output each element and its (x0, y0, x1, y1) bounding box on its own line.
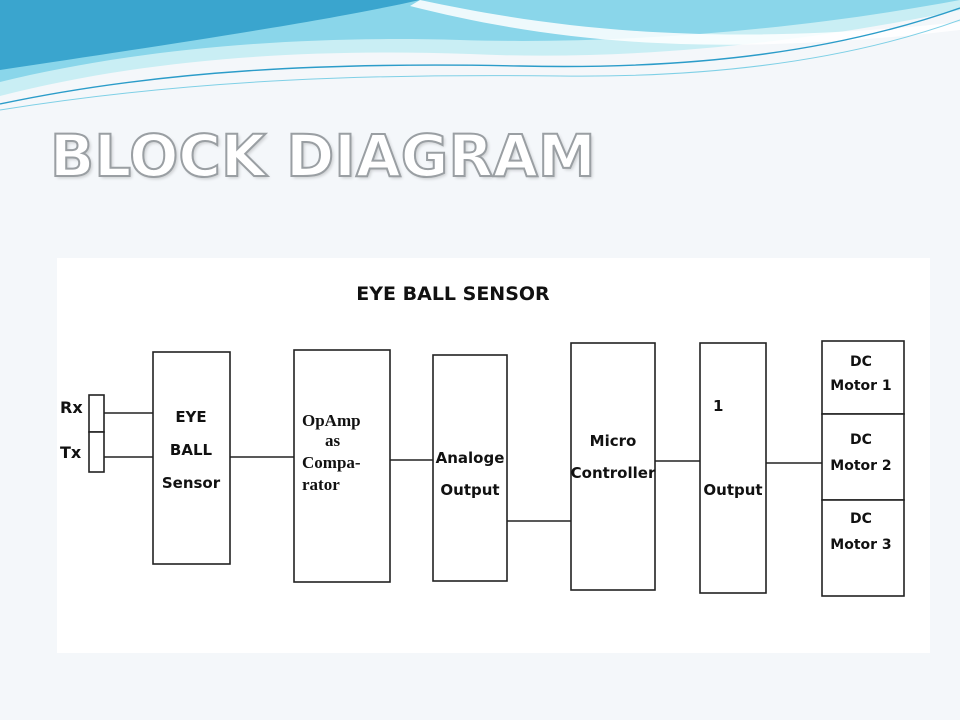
micro-controller-label-2: Controller (571, 464, 656, 482)
rx-terminal (88, 394, 105, 433)
wave-white-highlight (410, 0, 960, 45)
rx-label: Rx (60, 398, 83, 417)
output-block (699, 342, 767, 594)
dc-motor-3-label-1: DC (850, 511, 872, 527)
dc-motor-3-label-2: Motor 3 (830, 537, 891, 553)
diagram-heading: EYE BALL SENSOR (356, 283, 550, 305)
dc-motor-1-block (821, 340, 905, 415)
opamp-comparator-block (293, 349, 391, 583)
opamp-label-2: as (325, 431, 341, 450)
dc-motor-2-label-2: Motor 2 (830, 458, 891, 474)
dc-motor-1-label-1: DC (850, 354, 872, 370)
analoge-output-block (432, 354, 508, 582)
dc-motor-1-label-2: Motor 1 (830, 378, 891, 394)
opamp-label-1: OpAmp (302, 411, 361, 430)
header-wave-graphic (0, 0, 960, 111)
wave-line-2 (0, 19, 960, 111)
slide-title: BLOCK DIAGRAM (49, 121, 597, 191)
dc-motor-2-block (821, 413, 905, 501)
eye-ball-sensor-label-1: EYE (175, 408, 206, 426)
dc-motor-2-label-1: DC (850, 432, 872, 448)
micro-controller-label-1: Micro (590, 432, 637, 450)
tx-label: Tx (60, 443, 82, 462)
opamp-label-3: Compa- (302, 453, 361, 472)
analoge-output-label-2: Output (440, 481, 499, 499)
tx-terminal (88, 431, 105, 473)
diagram-panel: EYE BALL SENSOR Rx Tx EYE BALL Sensor Op… (57, 258, 930, 653)
analoge-output-label-1: Analoge (436, 449, 505, 467)
block-diagram: EYE BALL SENSOR Rx Tx EYE BALL Sensor Op… (60, 283, 905, 597)
micro-controller-block (570, 342, 656, 591)
dc-motor-3-block (821, 499, 905, 597)
eye-ball-sensor-label-3: Sensor (162, 474, 221, 492)
eye-ball-sensor-label-2: BALL (170, 441, 213, 459)
eye-ball-sensor-block (152, 351, 231, 565)
output-label: Output (703, 481, 762, 499)
output-number: 1 (713, 397, 723, 415)
opamp-label-4: rator (302, 475, 340, 494)
wave-line-1 (0, 7, 960, 105)
wave-dark (0, 0, 420, 70)
